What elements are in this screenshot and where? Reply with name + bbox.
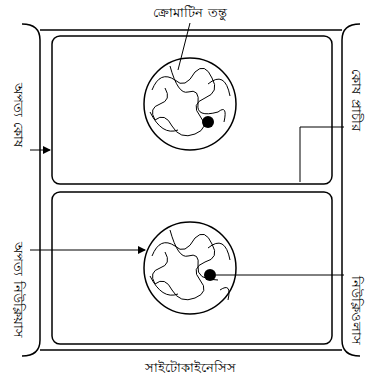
leader-line — [300, 127, 344, 182]
leader-line — [216, 275, 344, 276]
part-label: নিউক্লিওলাস — [349, 276, 363, 345]
outer-wall-bottom — [40, 349, 342, 351]
part-label: কোষ প্রাচীর — [349, 69, 363, 130]
leader-line — [178, 23, 190, 70]
nucleus-lower — [144, 222, 236, 314]
nucleus-upper — [144, 58, 236, 150]
chromatin — [150, 66, 230, 300]
nucleolus-lower — [204, 269, 216, 281]
part-label: সাইটোকাইনেসিস — [145, 361, 236, 375]
part-label: অপত্য কোষ — [11, 83, 25, 146]
daughter-cell-lower — [52, 192, 332, 344]
pointer-arrow — [30, 250, 145, 251]
daughter-cell-upper — [52, 36, 332, 184]
part-label: অপত্য নিউক্লিয়াস — [11, 242, 25, 337]
pointer-arrow — [30, 150, 50, 151]
nucleolus-upper — [202, 116, 214, 128]
outer-wall-top — [40, 29, 342, 31]
part-label: ক্রোমাটিন তন্তু — [153, 6, 226, 20]
